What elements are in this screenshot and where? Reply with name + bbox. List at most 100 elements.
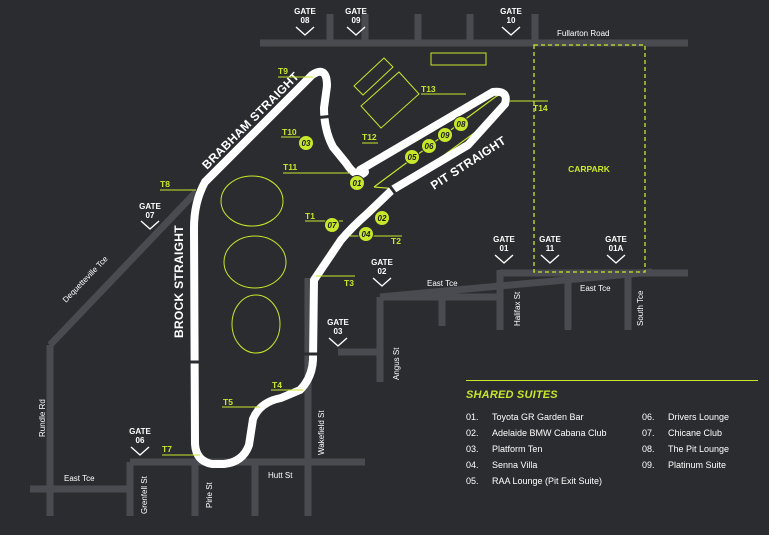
- legend-column: 06.Drivers Lounge 07.Chicane Club 08.The…: [642, 409, 758, 489]
- infield-oval: [231, 294, 281, 354]
- svg-text:09: 09: [441, 131, 450, 140]
- turn-label: T14: [533, 103, 548, 113]
- turn-label: T12: [362, 132, 377, 142]
- suite-marker-04[interactable]: 04: [358, 226, 374, 242]
- svg-text:GATE: GATE: [129, 427, 151, 436]
- turn-label: T9: [278, 66, 288, 76]
- suite-marker-09[interactable]: 09: [437, 127, 453, 143]
- svg-text:GATE: GATE: [294, 7, 316, 16]
- legend-item: 01.Toyota GR Garden Bar: [466, 412, 584, 422]
- legend-item: 09.Platinum Suite: [642, 460, 727, 470]
- svg-text:08: 08: [301, 16, 310, 25]
- svg-text:GATE: GATE: [493, 235, 515, 244]
- road-network: [30, 14, 688, 516]
- turn-label: T2: [391, 236, 401, 246]
- street-label: Hutt St: [268, 471, 293, 480]
- turn-label: T1: [305, 211, 315, 221]
- svg-text:01: 01: [353, 179, 362, 188]
- legend-item: 05.RAA Lounge (Pit Exit Suite): [466, 476, 603, 486]
- suite-marker-03[interactable]: 03: [298, 135, 314, 151]
- turn-label: T10: [282, 127, 297, 137]
- suite-marker-02[interactable]: 02: [374, 210, 390, 226]
- suite-markers: 01 02 03 04 05 06 07 08 09: [298, 116, 469, 242]
- turn-label: T3: [344, 278, 354, 288]
- suite-marker-06[interactable]: 06: [421, 138, 437, 154]
- svg-text:07: 07: [146, 211, 155, 220]
- svg-text:02: 02: [378, 267, 387, 276]
- race-track: [190, 67, 510, 468]
- legend-item: 04.Senna Villa: [466, 460, 538, 470]
- building-outline: [430, 52, 487, 66]
- legend-item: 08.The Pit Lounge: [642, 444, 730, 454]
- svg-text:08: 08: [457, 120, 466, 129]
- suite-marker-05[interactable]: 05: [404, 149, 420, 165]
- street-label: East Tce: [580, 284, 611, 293]
- svg-text:11: 11: [546, 244, 555, 253]
- gate-07[interactable]: GATE 07: [139, 202, 161, 230]
- svg-text:06: 06: [136, 436, 145, 445]
- infield-oval: [220, 175, 284, 227]
- svg-text:02: 02: [378, 214, 387, 223]
- gate-09[interactable]: GATE 09: [345, 7, 367, 36]
- turn-label: T4: [272, 380, 282, 390]
- street-label: Dequetteville Tce: [61, 254, 110, 304]
- gate-10[interactable]: GATE 10: [500, 7, 522, 36]
- infield-oval: [223, 235, 287, 289]
- svg-text:GATE: GATE: [500, 7, 522, 16]
- street-label: East Tce: [64, 474, 95, 483]
- gate-08[interactable]: GATE 08: [294, 7, 316, 36]
- turn-label: T7: [162, 444, 172, 454]
- svg-text:05: 05: [408, 153, 417, 162]
- gate-01a[interactable]: GATE 01A: [605, 235, 627, 264]
- turn-label: T5: [223, 397, 233, 407]
- svg-text:07: 07: [328, 221, 337, 230]
- street-label: South Tce: [636, 290, 645, 326]
- legend-divider: [466, 380, 758, 381]
- track-marker: [384, 180, 400, 198]
- gates: GATE 08 GATE 09 GATE 10 GATE 07 GATE 02 …: [129, 7, 627, 456]
- suite-marker-08[interactable]: 08: [453, 116, 469, 132]
- street-label: Rundle Rd: [38, 399, 47, 437]
- street-label: Angus St: [392, 347, 401, 380]
- building-outline: [360, 71, 420, 129]
- svg-text:03: 03: [334, 327, 343, 336]
- suite-marker-07[interactable]: 07: [324, 217, 340, 233]
- svg-text:10: 10: [507, 16, 516, 25]
- shared-suites-legend: SHARED SUITES 01.Toyota GR Garden Bar 02…: [466, 380, 758, 489]
- suite-marker-01[interactable]: 01: [349, 175, 365, 191]
- turn-label: T11: [283, 162, 297, 172]
- gate-01[interactable]: GATE 01: [493, 235, 515, 264]
- building-outline: [353, 57, 394, 96]
- carpark-label: CARPARK: [568, 164, 611, 174]
- gate-03[interactable]: GATE 03: [327, 318, 349, 347]
- carpark-outline: [533, 44, 646, 273]
- gate-02[interactable]: GATE 02: [371, 258, 393, 287]
- svg-text:01A: 01A: [609, 244, 624, 253]
- svg-text:GATE: GATE: [327, 318, 349, 327]
- legend-column: 01.Toyota GR Garden Bar 02.Adelaide BMW …: [466, 409, 642, 489]
- legend-item: 06.Drivers Lounge: [642, 412, 730, 422]
- svg-text:09: 09: [352, 16, 361, 25]
- street-label: Pirie St: [205, 481, 214, 508]
- street-label: East Tce: [427, 279, 458, 288]
- legend-item: 07.Chicane Club: [642, 428, 723, 438]
- svg-text:GATE: GATE: [139, 202, 161, 211]
- turn-labels: T9 T10 T11 T12 T13 T14 T8 T1 T2 T3 T4 T5…: [160, 66, 548, 456]
- legend-item: 02.Adelaide BMW Cabana Club: [466, 428, 607, 438]
- svg-text:GATE: GATE: [605, 235, 627, 244]
- turn-label: T13: [421, 84, 436, 94]
- svg-text:GATE: GATE: [371, 258, 393, 267]
- legend-item: 03.Platform Ten: [466, 444, 543, 454]
- gate-11[interactable]: GATE 11: [539, 235, 561, 264]
- street-label: Wakefield St: [317, 410, 326, 455]
- street-label: Fullarton Road: [557, 29, 609, 38]
- svg-text:04: 04: [362, 230, 371, 239]
- street-label: Halifax St: [513, 291, 522, 326]
- label-brabham-straight: BRABHAM STRAIGHT: [199, 69, 302, 172]
- legend-title: SHARED SUITES: [466, 389, 558, 401]
- gate-06[interactable]: GATE 06: [129, 427, 151, 456]
- svg-text:GATE: GATE: [539, 235, 561, 244]
- label-brock-straight: BROCK STRAIGHT: [172, 225, 186, 338]
- track-marker: [313, 114, 335, 120]
